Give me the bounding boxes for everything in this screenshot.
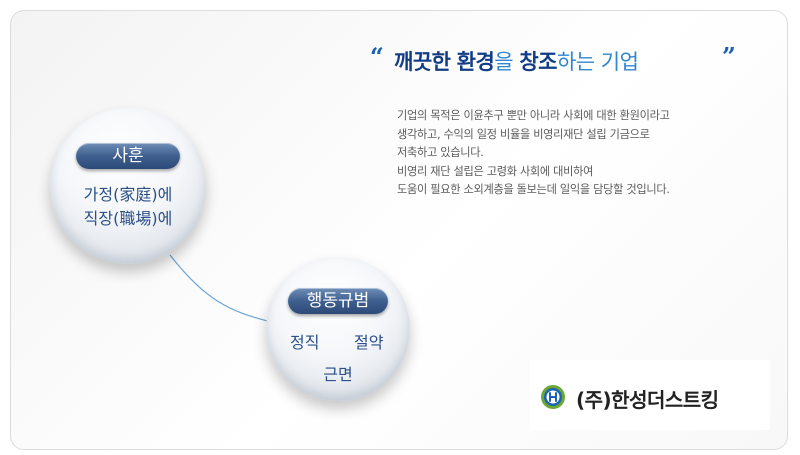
company-logo: (주)한성더스트킹 xyxy=(530,360,770,430)
headline-text: 깨끗한 환경을 창조하는 기업 xyxy=(394,46,639,76)
motto-circle: 사훈 가정(家庭)에 직장(職場)에 xyxy=(50,108,206,264)
motto-line-2: 직장(職場)에 xyxy=(83,209,173,228)
description-line: 비영리 재단 설립은 고령화 사회에 대비하여 xyxy=(397,164,594,178)
description-line: 도움이 필요한 소외계층을 돌보는데 일익을 담당할 것입니다. xyxy=(397,183,670,196)
conduct-item-diligence: 근면 xyxy=(323,365,353,384)
headline-part-5: 하는 기업 xyxy=(556,50,639,74)
headline-part-1: 깨끗한 xyxy=(394,50,451,74)
headline-part-2: 환경 xyxy=(456,50,495,74)
headline-part-4: 창조 xyxy=(519,50,557,74)
conduct-circle: 행동규범 정직 절약 근면 xyxy=(266,257,410,401)
company-name: (주)한성더스트킹 xyxy=(576,388,719,412)
description-line: 생각하고, 수익의 일정 비율을 비영리재단 설립 기금으로 xyxy=(397,127,650,141)
description-line: 기업의 목적은 이윤추구 뿐만 아니라 사회에 대한 환원이라고 xyxy=(397,109,670,122)
open-quote: “ xyxy=(370,42,384,71)
headline-part-3: 을 xyxy=(494,50,514,74)
conduct-item-honesty: 정직 xyxy=(290,333,320,352)
company-description: 기업의 목적은 이윤추구 뿐만 아니라 사회에 대한 환원이라고 생각하고, 수… xyxy=(397,107,757,200)
conduct-label: 행동규범 xyxy=(288,288,388,314)
conduct-item-thrift: 절약 xyxy=(354,333,384,352)
motto-label: 사훈 xyxy=(76,143,180,169)
close-quote: ” xyxy=(722,42,736,71)
motto-line-1: 가정(家庭)에 xyxy=(83,185,173,204)
description-line: 저축하고 있습니다. xyxy=(397,146,484,159)
h-emblem-icon xyxy=(541,385,565,409)
headline: “ 깨끗한 환경을 창조하는 기업 ” xyxy=(370,40,750,80)
